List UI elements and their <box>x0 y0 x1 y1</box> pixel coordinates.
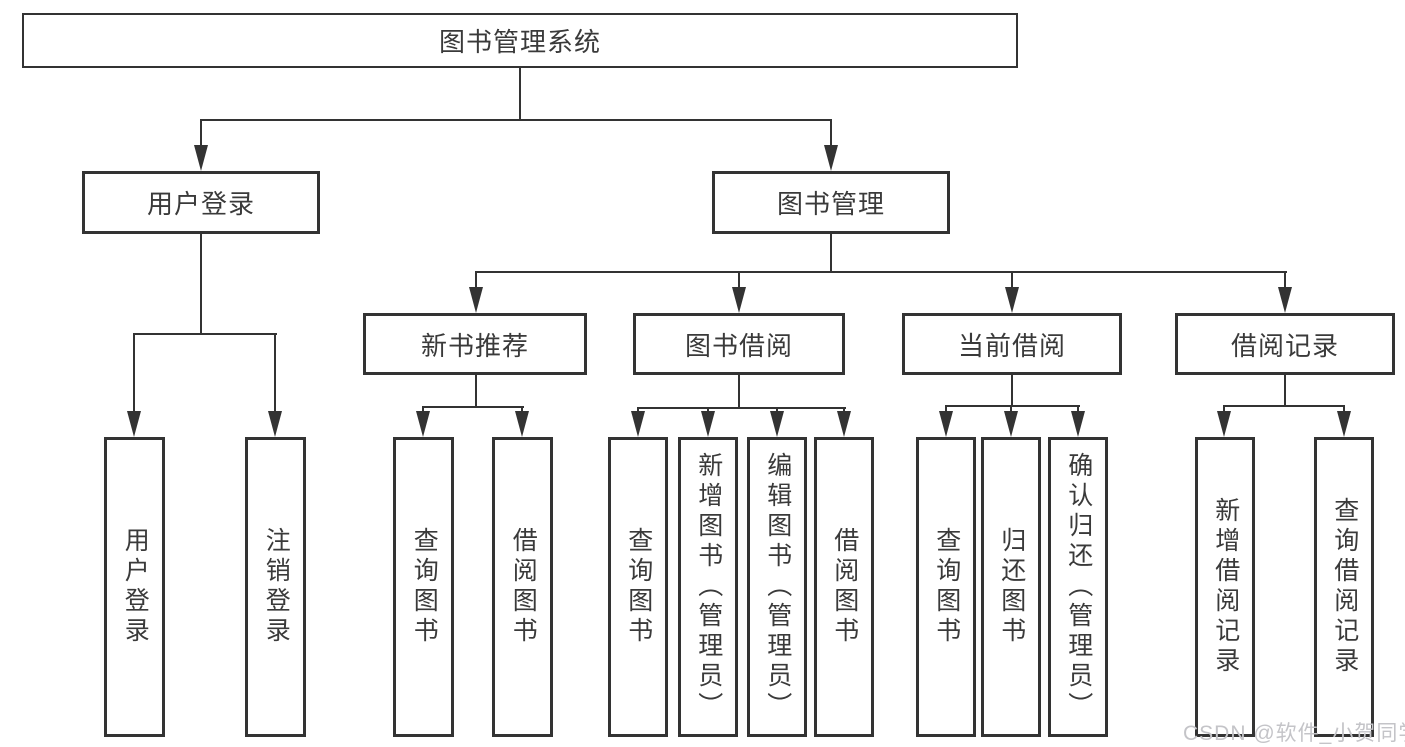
arrow-down-icon <box>268 333 282 437</box>
csdn-watermark: CSDN @软件_小贺同学 <box>1183 722 1405 745</box>
arrow-down-icon <box>701 407 715 437</box>
node-label: 图书管理系统 <box>438 27 601 57</box>
connector-line <box>422 406 524 408</box>
node-label: 借阅记录 <box>1230 330 1339 361</box>
leaf-return-books: 归还图书 <box>981 437 1041 737</box>
node-current-borrowing: 当前借阅 <box>902 313 1122 375</box>
leaf-user-login: 用户登录 <box>104 437 165 737</box>
arrow-down-icon <box>416 406 430 437</box>
leaf-confirm-return-admin: 确认归还（管理员） <box>1048 437 1108 737</box>
arrow-down-icon <box>837 407 851 437</box>
leaf-query-borrow-record: 查询借阅记录 <box>1314 437 1374 737</box>
connector-line <box>738 375 740 408</box>
leaf-query-books-current: 查询图书 <box>916 437 976 737</box>
leaf-query-books-recommend: 查询图书 <box>393 437 454 737</box>
node-label: 当前借阅 <box>957 330 1066 361</box>
connector-line <box>475 375 477 407</box>
arrow-down-icon <box>469 271 483 313</box>
connector-line <box>1284 375 1286 406</box>
node-label: 确认归还（管理员） <box>1064 452 1093 722</box>
arrow-down-icon <box>1004 405 1018 437</box>
node-label: 新书推荐 <box>420 330 529 361</box>
arrow-down-icon <box>127 333 141 437</box>
arrow-down-icon <box>824 119 838 171</box>
arrow-down-icon <box>939 405 953 437</box>
node-label: 注销登录 <box>262 527 291 647</box>
leaf-add-borrow-record: 新增借阅记录 <box>1195 437 1255 737</box>
arrow-down-icon <box>1278 271 1292 313</box>
connector-line <box>945 405 1080 407</box>
connector-line <box>200 119 832 121</box>
connector-line <box>1223 405 1345 407</box>
connector-line <box>519 68 521 120</box>
node-label: 归还图书 <box>997 527 1026 647</box>
node-label: 图书管理 <box>776 189 885 219</box>
node-label: 用户登录 <box>121 527 150 647</box>
connector-line <box>830 234 832 272</box>
node-borrowing-records: 借阅记录 <box>1175 313 1395 375</box>
arrow-down-icon <box>515 406 529 437</box>
connector-line <box>475 271 1287 273</box>
arrow-down-icon <box>194 119 208 171</box>
leaf-borrow-books-borrowing: 借阅图书 <box>814 437 874 737</box>
arrow-down-icon <box>1071 405 1085 437</box>
node-book-management: 图书管理 <box>712 171 950 234</box>
arrow-down-icon <box>631 407 645 437</box>
arrow-down-icon <box>770 407 784 437</box>
leaf-edit-books-admin: 编辑图书（管理员） <box>747 437 807 737</box>
node-label: 新增图书（管理员） <box>694 452 723 722</box>
node-new-book-recommend: 新书推荐 <box>363 313 587 375</box>
node-label: 新增借阅记录 <box>1211 497 1240 677</box>
leaf-borrow-books-recommend: 借阅图书 <box>492 437 553 737</box>
node-label: 查询图书 <box>624 527 653 647</box>
connector-line <box>1011 375 1013 406</box>
connector-line <box>200 234 202 334</box>
node-root-library-system: 图书管理系统 <box>22 13 1018 68</box>
node-label: 借阅图书 <box>509 527 538 647</box>
arrow-down-icon <box>1005 271 1019 313</box>
node-label: 查询图书 <box>932 527 961 647</box>
node-book-borrowing: 图书借阅 <box>633 313 845 375</box>
node-label: 图书借阅 <box>684 330 793 361</box>
leaf-logout: 注销登录 <box>245 437 306 737</box>
connector-line <box>637 407 846 409</box>
arrow-down-icon <box>732 271 746 313</box>
leaf-add-books-admin: 新增图书（管理员） <box>678 437 738 737</box>
connector-line <box>133 333 277 335</box>
node-label: 借阅图书 <box>830 527 859 647</box>
node-label: 用户登录 <box>146 189 255 219</box>
node-label: 查询借阅记录 <box>1330 497 1359 677</box>
node-label: 编辑图书（管理员） <box>763 452 792 722</box>
node-label: 查询图书 <box>410 527 439 647</box>
arrow-down-icon <box>1337 405 1351 437</box>
leaf-query-books-borrowing: 查询图书 <box>608 437 668 737</box>
arrow-down-icon <box>1217 405 1231 437</box>
node-user-login: 用户登录 <box>82 171 320 234</box>
